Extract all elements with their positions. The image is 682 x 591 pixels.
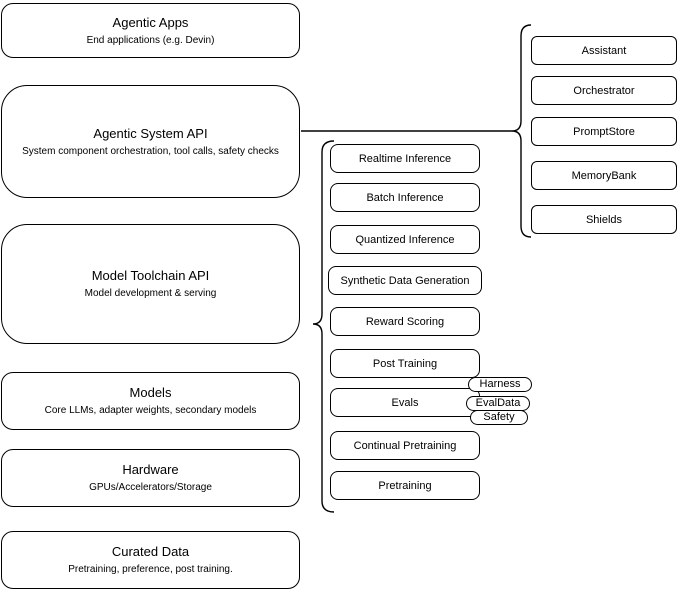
box-label: Pretraining	[378, 479, 432, 492]
box-shields: Shields	[531, 205, 677, 234]
box-label: Batch Inference	[366, 191, 444, 204]
box-continual-pretraining: Continual Pretraining	[330, 431, 480, 460]
box-model-toolchain-api: Model Toolchain API Model development & …	[1, 224, 300, 344]
box-pretraining: Pretraining	[330, 471, 480, 500]
box-curated-data: Curated Data Pretraining, preference, po…	[1, 531, 300, 589]
box-title: Curated Data	[111, 544, 190, 559]
tag-label: EvalData	[475, 397, 521, 409]
box-post-training: Post Training	[330, 349, 480, 378]
box-label: MemoryBank	[571, 169, 637, 182]
box-label: Reward Scoring	[365, 315, 445, 328]
box-label: Orchestrator	[573, 84, 635, 97]
box-subtitle: Model development & serving	[84, 288, 217, 299]
box-assistant: Assistant	[531, 36, 677, 65]
box-synthetic-data-generation: Synthetic Data Generation	[328, 266, 482, 295]
box-title: Hardware	[122, 462, 179, 477]
box-quantized-inference: Quantized Inference	[330, 225, 480, 254]
box-title: Agentic System API	[93, 125, 208, 141]
box-label: PromptStore	[573, 125, 635, 138]
box-subtitle: System component orchestration, tool cal…	[22, 145, 279, 157]
box-batch-inference: Batch Inference	[330, 183, 480, 212]
box-title: Agentic Apps	[112, 14, 189, 30]
tag-harness: Harness	[468, 377, 532, 392]
box-title: Model Toolchain API	[91, 268, 210, 283]
box-subtitle: End applications (e.g. Devin)	[86, 34, 215, 46]
box-reward-scoring: Reward Scoring	[330, 307, 480, 336]
box-subtitle: Core LLMs, adapter weights, secondary mo…	[44, 405, 257, 416]
box-label: Realtime Inference	[358, 152, 452, 165]
tag-label: Safety	[483, 411, 515, 423]
box-subtitle: Pretraining, preference, post training.	[68, 564, 233, 575]
box-label: Synthetic Data Generation	[340, 274, 470, 287]
box-realtime-inference: Realtime Inference	[330, 144, 480, 173]
box-label: Evals	[391, 396, 419, 409]
box-subtitle: GPUs/Accelerators/Storage	[89, 482, 212, 493]
tag-evaldata: EvalData	[466, 396, 530, 411]
box-label: Post Training	[372, 357, 438, 370]
box-title: Models	[129, 385, 172, 400]
box-label: Shields	[585, 213, 623, 226]
box-orchestrator: Orchestrator	[531, 76, 677, 105]
box-agentic-system-api: Agentic System API System component orch…	[1, 85, 300, 198]
box-agentic-apps: Agentic Apps End applications (e.g. Devi…	[1, 3, 300, 58]
system-group-brace	[511, 24, 532, 238]
box-memorybank: MemoryBank	[531, 161, 677, 190]
box-label: Assistant	[581, 44, 627, 57]
box-promptstore: PromptStore	[531, 117, 677, 146]
box-label: Continual Pretraining	[353, 439, 457, 452]
box-hardware: Hardware GPUs/Accelerators/Storage	[1, 449, 300, 507]
box-models: Models Core LLMs, adapter weights, secon…	[1, 372, 300, 430]
tag-safety: Safety	[470, 410, 528, 425]
box-label: Quantized Inference	[355, 233, 455, 246]
tag-label: Harness	[479, 378, 521, 390]
box-evals: Evals	[330, 388, 480, 417]
toolchain-group-brace	[312, 140, 335, 513]
